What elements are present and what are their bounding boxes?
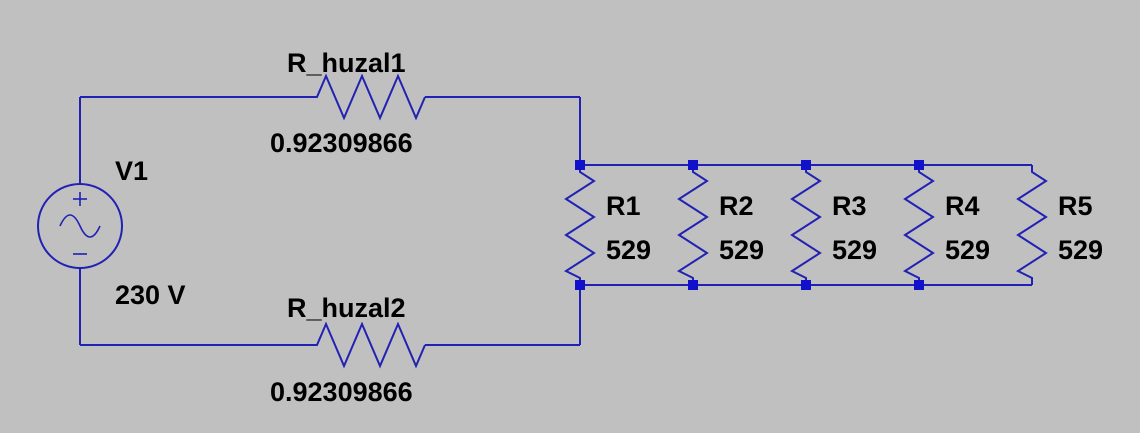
sine-wave-icon xyxy=(59,214,101,238)
voltage-source-symbol[interactable] xyxy=(37,183,123,269)
junction-node xyxy=(575,160,585,170)
label-group: V1 230 V R_huzal1 0.92309866 R_huzal2 0.… xyxy=(115,48,1103,407)
resistor-r2-name-label[interactable]: R2 xyxy=(719,191,754,221)
voltage-source-circle[interactable] xyxy=(37,183,123,269)
junction-nodes xyxy=(575,160,924,290)
resistor-r5-name-label[interactable]: R5 xyxy=(1058,191,1093,221)
resistor-rhuzal2-name-label[interactable]: R_huzal2 xyxy=(287,293,406,323)
resistor-rhuzal1-symbol[interactable] xyxy=(310,73,426,121)
resistor-r1-symbol[interactable] xyxy=(563,165,596,285)
junction-node xyxy=(575,280,585,290)
resistor-r1-name-label[interactable]: R1 xyxy=(606,191,641,221)
parallel-resistor-symbols xyxy=(563,165,1048,285)
resistor-rhuzal1-value-label[interactable]: 0.92309866 xyxy=(270,128,413,158)
source-name-label[interactable]: V1 xyxy=(115,156,148,186)
resistor-r5-value-label[interactable]: 529 xyxy=(1058,235,1103,265)
resistor-rhuzal1-name-label[interactable]: R_huzal1 xyxy=(287,48,406,78)
resistor-r4-symbol[interactable] xyxy=(902,165,935,285)
resistor-r3-value-label[interactable]: 529 xyxy=(832,235,877,265)
resistor-r4-value-label[interactable]: 529 xyxy=(945,235,990,265)
junction-node xyxy=(688,280,698,290)
junction-node xyxy=(914,160,924,170)
resistor-r1-value-label[interactable]: 529 xyxy=(606,235,651,265)
resistor-r2-symbol[interactable] xyxy=(676,165,709,285)
resistor-r3-name-label[interactable]: R3 xyxy=(832,191,867,221)
junction-node xyxy=(688,160,698,170)
resistor-r5-symbol[interactable] xyxy=(1015,165,1048,285)
junction-node xyxy=(801,160,811,170)
series-resistor-symbols xyxy=(310,73,426,369)
resistor-r3-symbol[interactable] xyxy=(789,165,822,285)
resistor-rhuzal2-symbol[interactable] xyxy=(310,321,426,369)
junction-node xyxy=(914,280,924,290)
resistor-r4-name-label[interactable]: R4 xyxy=(945,191,980,221)
resistor-r2-value-label[interactable]: 529 xyxy=(719,235,764,265)
wire-group xyxy=(79,96,1032,346)
junction-node xyxy=(801,280,811,290)
resistor-rhuzal2-value-label[interactable]: 0.92309866 xyxy=(270,377,413,407)
source-value-label[interactable]: 230 V xyxy=(115,280,186,310)
